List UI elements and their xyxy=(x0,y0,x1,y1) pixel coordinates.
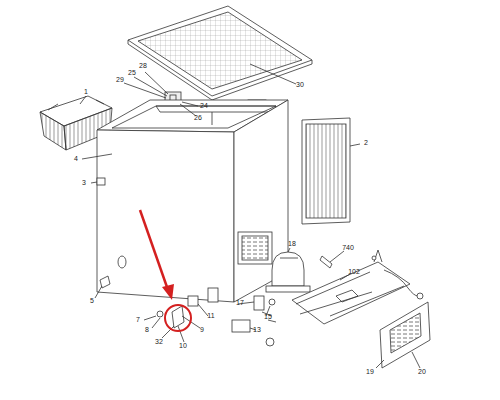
callout-number: 25 xyxy=(127,69,137,77)
callout-number: 9 xyxy=(199,326,205,334)
callout-number: 740 xyxy=(341,244,355,252)
callout-number: 30 xyxy=(295,81,305,89)
callout-number: 5 xyxy=(89,297,95,305)
callout-number: 24 xyxy=(199,102,209,110)
callout-number: 32 xyxy=(154,338,164,346)
callout-number: 1 xyxy=(83,88,89,96)
callout-number: 18 xyxy=(287,240,297,248)
callout-number: 13 xyxy=(252,326,262,334)
red-callout xyxy=(140,210,191,331)
callout-number: 20 xyxy=(417,368,427,376)
callout-number: 28 xyxy=(138,62,148,70)
callout-number: 102 xyxy=(347,268,361,276)
callout-number: 11 xyxy=(206,312,215,320)
callout-number: 8 xyxy=(144,326,150,334)
callout-number: 26 xyxy=(193,114,203,122)
callout-number: 17 xyxy=(235,299,245,307)
callout-number: 15 xyxy=(263,313,273,321)
callout-number: 2 xyxy=(363,139,369,147)
callout-number: 3 xyxy=(81,179,87,187)
callout-number: 4 xyxy=(73,155,79,163)
callout-number: 10 xyxy=(178,342,188,350)
callout-number: 19 xyxy=(365,368,375,376)
callout-number: 7 xyxy=(135,316,141,324)
callout-number: 29 xyxy=(115,76,125,84)
